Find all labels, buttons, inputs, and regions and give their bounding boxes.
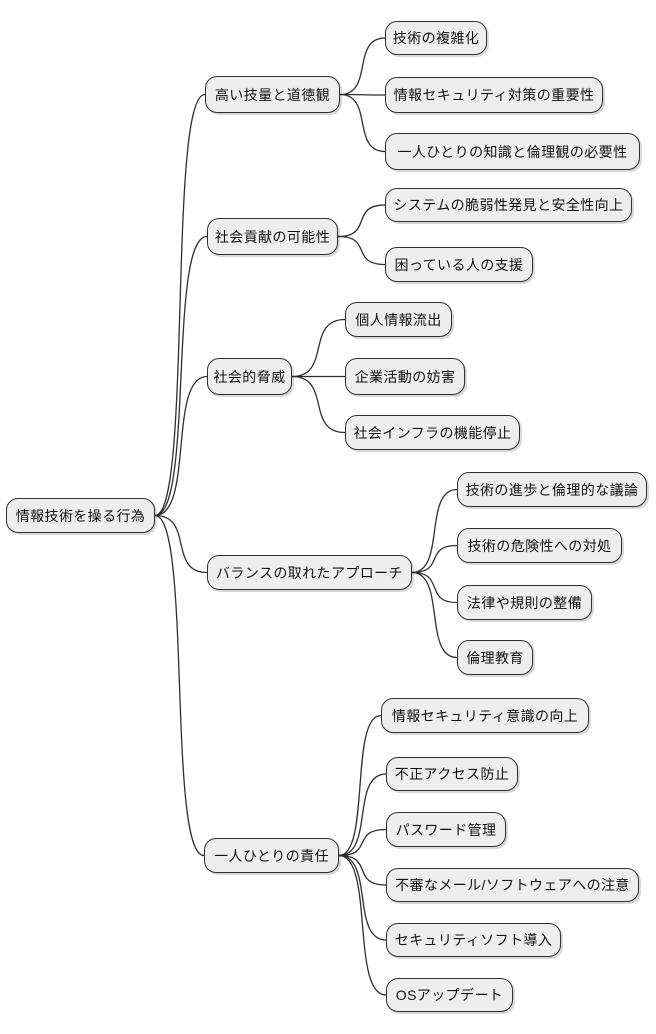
mindmap-edge-root-branch-3 [154,375,208,517]
mindmap-node-leaf-5-6: OSアップデート [386,978,513,1012]
mindmap-node-branch-5: 一人ひとりの責任 [204,838,339,873]
mindmap-node-leaf-4-1: 技術の進歩と倫理的な議論 [457,472,647,507]
mindmap-node-leaf-1-2: 情報セキュリティ対策の重要性 [385,77,603,113]
mindmap-edge-branch-5-leaf-4 [338,854,387,886]
mindmap-edge-branch-5-leaf-5 [338,854,387,941]
mindmap-node-leaf-5-4: 不審なメール/ソフトウェアへの注意 [386,868,639,902]
mindmap-edge-branch-5-leaf-2 [338,773,387,857]
mindmap-node-leaf-5-5: セキュリティソフト導入 [386,923,561,957]
mindmap-node-leaf-5-3: パスワード管理 [386,812,506,847]
mindmap-node-leaf-3-3: 社会インフラの機能停止 [345,415,520,450]
mindmap-node-branch-3: 社会的脅威 [207,358,292,395]
mindmap-edge-branch-4-leaf-1 [411,488,458,574]
mindmap-edge-branch-1-leaf-2 [339,93,386,96]
mindmap-node-leaf-4-4: 倫理教育 [457,640,533,675]
mindmap-edge-branch-5-leaf-1 [338,714,382,857]
mindmap-edge-branch-3-leaf-1 [291,318,346,378]
mindmap-node-leaf-1-3: 一人ひとりの知識と倫理観の必要性 [385,133,640,170]
mindmap-edge-branch-3-leaf-3 [291,375,346,434]
mindmap-edge-branch-4-leaf-4 [411,571,458,659]
mindmap-edge-root-branch-4 [154,514,208,574]
mindmap-edge-branch-5-leaf-6 [338,854,387,996]
mindmap-node-branch-2: 社会貢献の可能性 [207,218,338,255]
mindmap-edge-root-branch-5 [154,514,205,857]
mindmap-node-leaf-4-2: 技術の危険性への対処 [457,528,622,563]
mindmap-node-leaf-2-1: システムの脆弱性発見と安全性向上 [385,188,632,222]
mindmap-node-branch-4: バランスの取れたアプローチ [207,555,412,590]
mindmap-node-leaf-4-3: 法律や規則の整備 [457,585,592,620]
mindmap-node-leaf-2-2: 困っている人の支援 [385,247,533,282]
mindmap-node-root: 情報技術を操る行為 [6,498,155,533]
mindmap-edge-root-branch-2 [154,235,208,517]
mindmap-node-leaf-1-1: 技術の複雑化 [385,21,487,55]
mindmap-node-leaf-5-1: 情報セキュリティ意識の向上 [381,698,589,733]
mindmap-edge-root-branch-1 [154,93,206,517]
mindmap-edge-branch-2-leaf-2 [337,235,386,266]
mindmap-edge-branch-1-leaf-1 [339,37,386,96]
mindmap-node-leaf-3-2: 企業活動の妨害 [345,358,465,395]
mindmap-node-leaf-3-1: 個人情報流出 [345,302,452,337]
mindmap-node-branch-1: 高い技量と道徳観 [205,76,340,113]
mindmap-edge-branch-1-leaf-3 [339,93,386,153]
mindmap-edge-branch-5-leaf-3 [338,828,387,857]
mindmap-node-leaf-5-2: 不正アクセス防止 [386,757,518,791]
mindmap-edge-branch-4-leaf-2 [411,544,458,574]
mindmap-edge-branch-2-leaf-1 [337,204,386,238]
mindmap-edge-branch-4-leaf-3 [411,571,458,604]
